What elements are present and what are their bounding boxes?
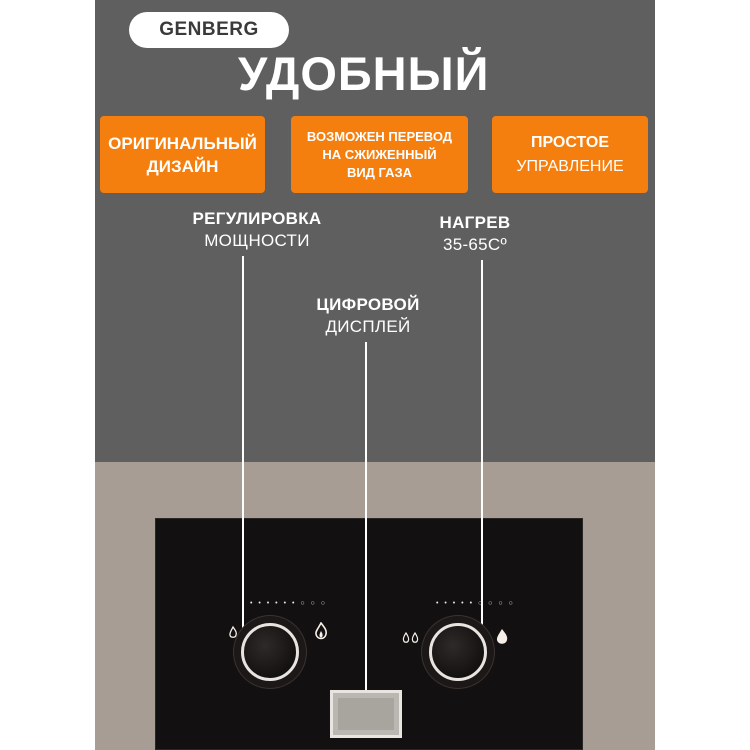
upper-gray-panel: [95, 0, 655, 462]
water-drops-icon: [402, 631, 420, 646]
feature-simple-control: ПРОСТОЕ УПРАВЛЕНИЕ: [492, 116, 648, 193]
feature-line: УПРАВЛЕНИЕ: [516, 157, 624, 175]
feature-line: НА СЖИЖЕННЫЙ: [322, 146, 437, 162]
callout-power-adjustment: РЕГУЛИРОВКА МОЩНОСТИ: [172, 208, 342, 252]
callout-subtitle: ДИСПЛЕЙ: [325, 317, 411, 336]
callout-heating: НАГРЕВ 35-65Cº: [405, 212, 545, 256]
flame-large-icon: [313, 621, 329, 644]
digital-display: [330, 690, 402, 738]
feature-lpg-conversion: ВОЗМОЖЕН ПЕРЕВОД НА СЖИЖЕННЫЙ ВИД ГАЗА: [291, 116, 468, 193]
brand-logo-text: GENBERG: [159, 19, 259, 40]
callout-title: РЕГУЛИРОВКА: [192, 209, 322, 228]
flame-small-icon: [228, 625, 238, 642]
leader-line-power: [242, 256, 244, 654]
headline: УДОБНЫЙ: [238, 47, 490, 100]
display-screen: [338, 698, 394, 730]
callout-title: ЦИФРОВОЙ: [316, 295, 420, 314]
callout-digital-display: ЦИФРОВОЙ ДИСПЛЕЙ: [298, 294, 438, 338]
callout-subtitle: МОЩНОСТИ: [204, 231, 310, 250]
feature-line: ВИД ГАЗА: [346, 164, 413, 180]
feature-line: ПРОСТОЕ: [530, 133, 610, 151]
water-drop-large-icon: [495, 628, 509, 648]
feature-original-design: ОРИГИНАЛЬНЫЙ ДИЗАЙН: [100, 116, 265, 193]
power-knob[interactable]: [241, 623, 299, 681]
heating-knob[interactable]: [429, 623, 487, 681]
callout-subtitle: 35-65Cº: [442, 235, 508, 254]
feature-line: ДИЗАЙН: [146, 156, 219, 176]
leader-line-display: [365, 342, 367, 694]
feature-line: ВОЗМОЖЕН ПЕРЕВОД: [306, 128, 453, 144]
brand-logo: GENBERG: [129, 12, 289, 48]
leader-line-heating: [481, 260, 483, 653]
callout-title: НАГРЕВ: [439, 213, 511, 232]
heating-scale-dots: • • • • • ○ ○ ○ ○: [436, 600, 515, 607]
feature-line: ОРИГИНАЛЬНЫЙ: [108, 133, 257, 153]
power-scale-dots: • • • • • • ○ ○ ○: [250, 600, 327, 607]
